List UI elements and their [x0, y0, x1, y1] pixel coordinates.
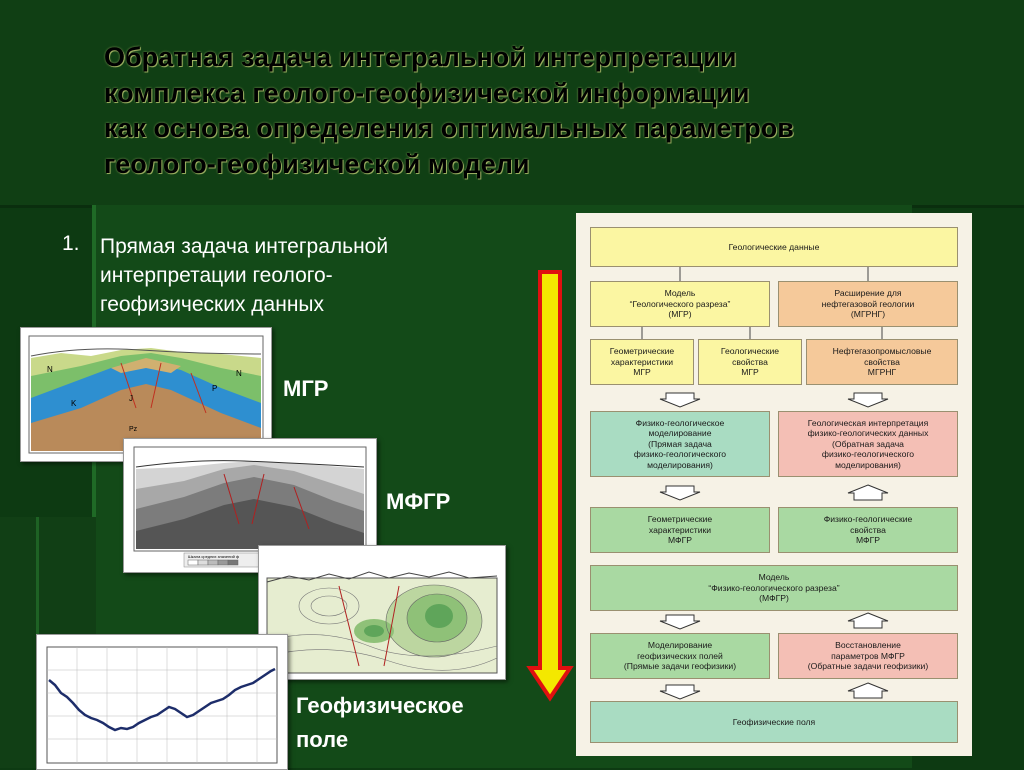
down-arrow-icon: [526, 270, 574, 702]
contour-map-image: [258, 545, 506, 680]
scale-caption: Шкала средних значений ф: [188, 554, 240, 559]
arrow-up-3: [847, 682, 889, 699]
mfgr-label: МФГР: [386, 489, 451, 514]
geo-letter-n2: N: [236, 369, 242, 378]
arrow-up-1: [847, 484, 889, 501]
mgr-label: МГР: [283, 376, 329, 401]
geo-letter-pz: Pz: [129, 426, 138, 433]
geo-letter-n1: N: [47, 365, 53, 374]
geological-section-image: N P N K J Pz: [20, 327, 272, 462]
list-item-number: 1.: [62, 232, 80, 255]
flow-arrows: [641, 267, 889, 700]
arrow-up-2: [847, 612, 889, 629]
geo-letter-j: J: [129, 394, 133, 403]
box-model-mgr: Модель“Геологического разреза”(МГР): [590, 281, 770, 327]
arrow-down-1: [659, 392, 701, 408]
flowchart: Геологические данные Модель“Геологическо…: [576, 213, 972, 756]
arrow-down-3: [659, 485, 701, 501]
box-model-mfgr: Модель“Физико-геологического разреза”(МФ…: [590, 565, 958, 611]
arrow-down-2: [847, 392, 889, 408]
geo-letter-p: P: [212, 384, 217, 393]
arrow-down-5: [659, 684, 701, 700]
geo-letter-k: K: [71, 399, 77, 408]
physical-section-image: Шкала средних значений ф: [123, 438, 377, 573]
box-geophysical-fields: Геофизические поля: [590, 701, 958, 743]
arrow-down-4: [659, 614, 701, 630]
box-geological-data: Геологические данные: [590, 227, 958, 267]
list-item-text: Прямая задача интегральной интерпретации…: [100, 235, 389, 316]
slide-title: Обратная задача интегральной интерпретац…: [104, 42, 794, 179]
geophysical-field-label: Геофизическое поле: [296, 693, 464, 752]
field-curve: [48, 667, 276, 732]
field-curve-image: [36, 634, 288, 770]
